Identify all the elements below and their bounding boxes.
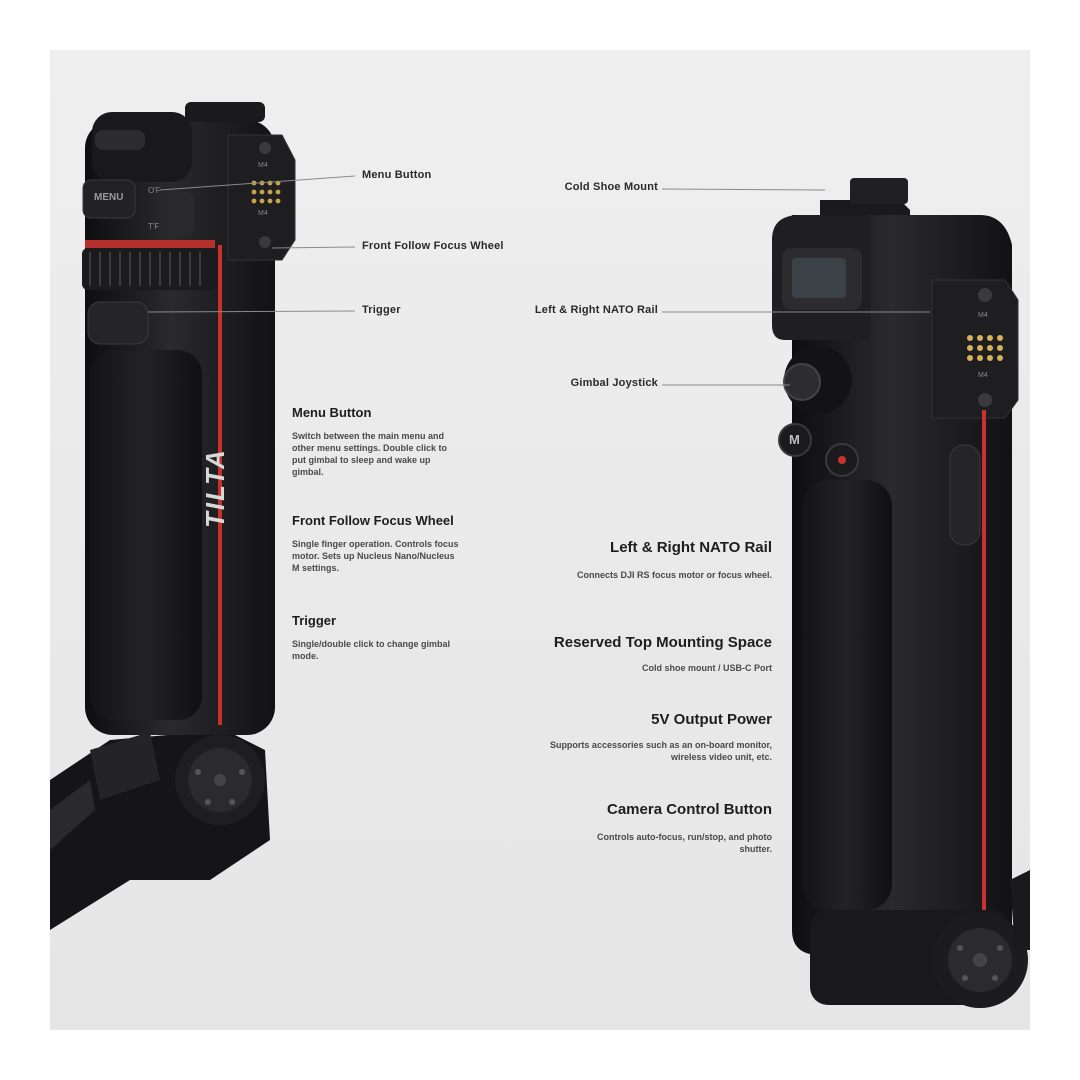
right-port-top-label: M4 xyxy=(978,312,988,319)
left-trigger-shape xyxy=(87,301,149,345)
left-cap-pad xyxy=(95,130,145,150)
left-leader-lines xyxy=(147,175,356,313)
feature-title-trigger: Trigger xyxy=(292,613,337,628)
left-menu-label: MENU xyxy=(94,192,124,203)
feature-desc-5v-output-power: Supports accessories such as an on-board… xyxy=(549,740,772,762)
right-m-button-shape xyxy=(778,423,812,457)
left-lever xyxy=(172,192,194,234)
right-port-bottom-label: M4 xyxy=(978,372,988,379)
left-port-bottom xyxy=(259,236,271,248)
right-leader-lines xyxy=(661,188,930,386)
right-port-bottom xyxy=(978,393,992,407)
callout-gimbal-joystick: Gimbal Joystick xyxy=(570,377,658,389)
callout-left-right-nato-rail: Left & Right NATO Rail xyxy=(534,304,658,316)
feature-title-nato-rail: Left & Right NATO Rail xyxy=(610,539,772,556)
left-grip xyxy=(90,350,202,720)
brand-logo: TILTA xyxy=(200,448,230,528)
left-handle xyxy=(50,102,356,930)
right-display xyxy=(792,258,846,298)
right-usb-cover xyxy=(949,444,981,546)
feature-title-front-follow-focus-wheel: Front Follow Focus Wheel xyxy=(292,513,454,528)
right-grip xyxy=(802,480,892,910)
callout-front-follow-focus-wheel: Front Follow Focus Wheel xyxy=(362,240,504,252)
feature-title-reserved-top-mounting-space: Reserved Top Mounting Space xyxy=(553,634,772,651)
right-shoe-foot xyxy=(850,178,908,204)
right-mount-screw xyxy=(973,953,987,967)
product-panel: MENU O'F T'F M4 M4 TILTA M M4 M4 Menu Bu… xyxy=(50,50,1030,1030)
left-port-bottom-label: M4 xyxy=(258,210,268,217)
feature-desc-camera-control-button: Controls auto-focus, run/stop, and photo… xyxy=(597,832,772,854)
right-joystick-knob xyxy=(783,363,821,401)
left-focus-wheel-knurl xyxy=(89,252,201,286)
feature-title-camera-control-button: Camera Control Button xyxy=(607,801,772,818)
feature-title-5v-output-power: 5V Output Power xyxy=(651,711,772,728)
left-arm-face xyxy=(90,732,160,800)
feature-desc-menu-button: Switch between the main menu and other m… xyxy=(292,431,448,477)
feature-desc-trigger: Single/double click to change gimbal mod… xyxy=(292,639,451,661)
right-port-top xyxy=(978,288,992,302)
left-top-lip xyxy=(185,102,265,122)
right-handle xyxy=(661,178,1030,1008)
left-port-top-label: M4 xyxy=(258,162,268,169)
left-arm-highlight xyxy=(50,780,95,850)
left-mount-screw xyxy=(214,774,226,786)
left-red-ring xyxy=(85,240,215,248)
left-accent-stripe xyxy=(218,245,222,725)
product-illustration xyxy=(50,102,1030,1008)
left-lever-bottom-label: T'F xyxy=(148,222,160,231)
callout-menu-button: Menu Button xyxy=(362,169,432,181)
feature-desc-reserved-top-mounting-space: Cold shoe mount / USB-C Port xyxy=(642,663,772,673)
left-lever-top-label: O'F xyxy=(148,186,161,195)
feature-desc-nato-rail: Connects DJI RS focus motor or focus whe… xyxy=(576,570,772,580)
right-arm-stub xyxy=(1010,870,1030,950)
callout-trigger: Trigger xyxy=(362,304,401,316)
left-port-top xyxy=(259,142,271,154)
feature-title-menu-button: Menu Button xyxy=(292,405,372,420)
feature-desc-front-follow-focus-wheel: Single finger operation. Controls focus … xyxy=(292,539,459,573)
right-accent-stripe xyxy=(982,410,986,910)
callout-cold-shoe-mount: Cold Shoe Mount xyxy=(564,181,658,193)
right-camera-button-dot xyxy=(838,456,846,464)
right-nato-plate xyxy=(931,279,1019,419)
left-menu-button-shape xyxy=(82,179,136,219)
right-gold-pins xyxy=(967,335,1003,361)
right-m-button-label: M xyxy=(789,432,800,447)
left-nato-plate xyxy=(227,134,296,261)
